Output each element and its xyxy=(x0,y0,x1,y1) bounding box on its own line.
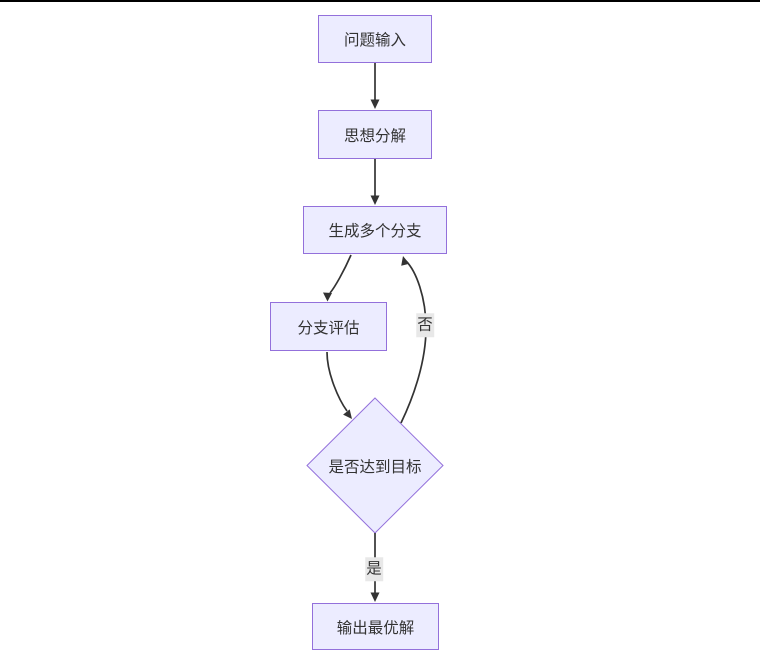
node-thought-decomposition: 思想分解 xyxy=(318,110,432,159)
arrowhead-icon xyxy=(323,292,332,302)
node-branch-evaluation-label: 分支评估 xyxy=(297,319,360,337)
node-generate-branches-label: 生成多个分支 xyxy=(328,223,422,240)
node-thought-decomposition-label: 思想分解 xyxy=(343,127,406,145)
node-output-optimal: 输出最优解 xyxy=(312,603,439,650)
node-branch-evaluation: 分支评估 xyxy=(270,302,387,351)
node-generate-branches: 生成多个分支 xyxy=(303,206,447,254)
top-border-line xyxy=(0,0,760,2)
edge-label-yes: 是 xyxy=(365,557,383,581)
edge-branches-evaluate xyxy=(329,254,352,294)
edge-label-no: 否 xyxy=(416,313,434,337)
node-goal-decision: 是否达到目标 xyxy=(307,398,443,533)
node-problem-input: 问题输入 xyxy=(318,15,432,63)
arrowhead-icon xyxy=(370,99,380,109)
node-problem-input-label: 问题输入 xyxy=(343,32,406,49)
arrowhead-icon xyxy=(370,195,380,205)
node-goal-decision-label: 是否达到目标 xyxy=(328,458,422,476)
arrowhead-icon xyxy=(401,256,410,266)
node-output-optimal-label: 输出最优解 xyxy=(336,619,415,637)
arrowhead-icon xyxy=(370,592,380,602)
